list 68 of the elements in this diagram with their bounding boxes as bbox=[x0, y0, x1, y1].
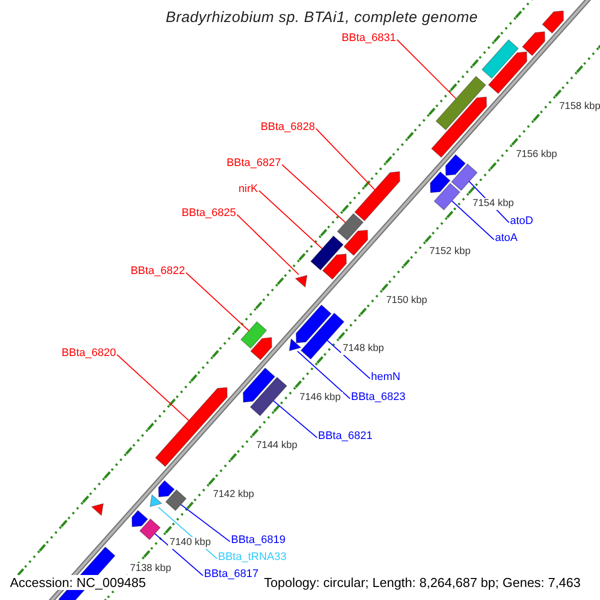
leader-line bbox=[282, 164, 346, 223]
leader-line bbox=[297, 350, 350, 400]
gene-feature bbox=[154, 387, 228, 468]
leader-line bbox=[316, 128, 376, 190]
gene-feature bbox=[445, 154, 466, 176]
gene-feature bbox=[322, 254, 347, 280]
leader-line bbox=[236, 214, 300, 276]
gene-feature bbox=[296, 304, 332, 344]
gene-feature bbox=[488, 51, 528, 94]
gene-feature bbox=[158, 480, 175, 498]
leader-line bbox=[116, 354, 190, 421]
gene-label: BBta_6817 bbox=[204, 569, 258, 580]
scale-label: 7156 kbp bbox=[514, 149, 560, 162]
gene-feature bbox=[430, 171, 451, 194]
leader-line bbox=[258, 190, 323, 250]
gene-feature bbox=[132, 510, 148, 528]
gene-marker bbox=[150, 494, 162, 508]
gene-label: atoA bbox=[495, 233, 518, 244]
scale-label: 7152 kbp bbox=[427, 246, 473, 258]
gene-label: BBta_6831 bbox=[342, 33, 396, 44]
gene-feature bbox=[250, 337, 272, 360]
scale-label: 7154 kbp bbox=[470, 198, 516, 210]
scale-label: 7158 kbp bbox=[557, 100, 600, 113]
scale-label: 7150 kbp bbox=[384, 294, 430, 307]
gene-label: BBta_6823 bbox=[351, 392, 406, 403]
gene-label: BBta_tRNA33 bbox=[218, 552, 286, 563]
leader-line bbox=[180, 504, 230, 542]
gene-block bbox=[336, 213, 364, 241]
leader-line bbox=[326, 340, 370, 380]
gene-label: BBta_6827 bbox=[226, 158, 281, 169]
gene-feature bbox=[242, 367, 276, 403]
gene-feature bbox=[522, 31, 546, 56]
leader-line bbox=[154, 533, 204, 576]
accession-text: Accession: NC_009485 bbox=[8, 575, 148, 590]
gene-label: BBta_6825 bbox=[182, 208, 236, 219]
leader-line bbox=[396, 39, 456, 100]
gene-label: BBta_6822 bbox=[130, 266, 185, 277]
genome-title: Bradyrhizobium sp. BTAi1, complete genome bbox=[166, 10, 478, 25]
gene-block bbox=[139, 518, 161, 540]
gene-block bbox=[310, 235, 344, 271]
gene-label: BBta_6819 bbox=[231, 535, 286, 546]
gene-feature bbox=[354, 171, 400, 222]
gene-marker bbox=[90, 503, 104, 516]
gene-label: atoD bbox=[510, 216, 534, 227]
gene-label: BBta_6828 bbox=[260, 122, 315, 133]
gene-block bbox=[250, 376, 288, 416]
scale-label: 7148 kbp bbox=[340, 343, 386, 356]
gene-feature bbox=[343, 230, 368, 256]
scale-label: 7142 kbp bbox=[210, 488, 256, 501]
gene-feature bbox=[431, 96, 487, 158]
leader-line bbox=[272, 400, 318, 438]
gene-marker bbox=[288, 338, 302, 352]
gene-block bbox=[165, 489, 187, 512]
scale-label: 7140 kbp bbox=[168, 537, 213, 550]
leader-line bbox=[186, 272, 250, 332]
gene-marker bbox=[294, 274, 308, 288]
gene-block bbox=[450, 163, 478, 192]
scale-label: 7144 kbp bbox=[254, 440, 300, 452]
gene-feature bbox=[542, 10, 564, 34]
gene-label: BBta_6821 bbox=[318, 431, 372, 442]
genome-stats-text: Topology: circular; Length: 8,264,687 bp; Genes: 7,463 bbox=[262, 575, 583, 590]
gene-label: nirK bbox=[238, 184, 258, 195]
leader-line bbox=[451, 200, 494, 240]
gene-label: BBta_6820 bbox=[62, 348, 116, 359]
scale-label: 7138 kbp bbox=[128, 563, 174, 575]
gene-block bbox=[434, 182, 460, 210]
scale-label: 7146 kbp bbox=[298, 392, 343, 404]
gene-label: hemN bbox=[371, 372, 400, 383]
